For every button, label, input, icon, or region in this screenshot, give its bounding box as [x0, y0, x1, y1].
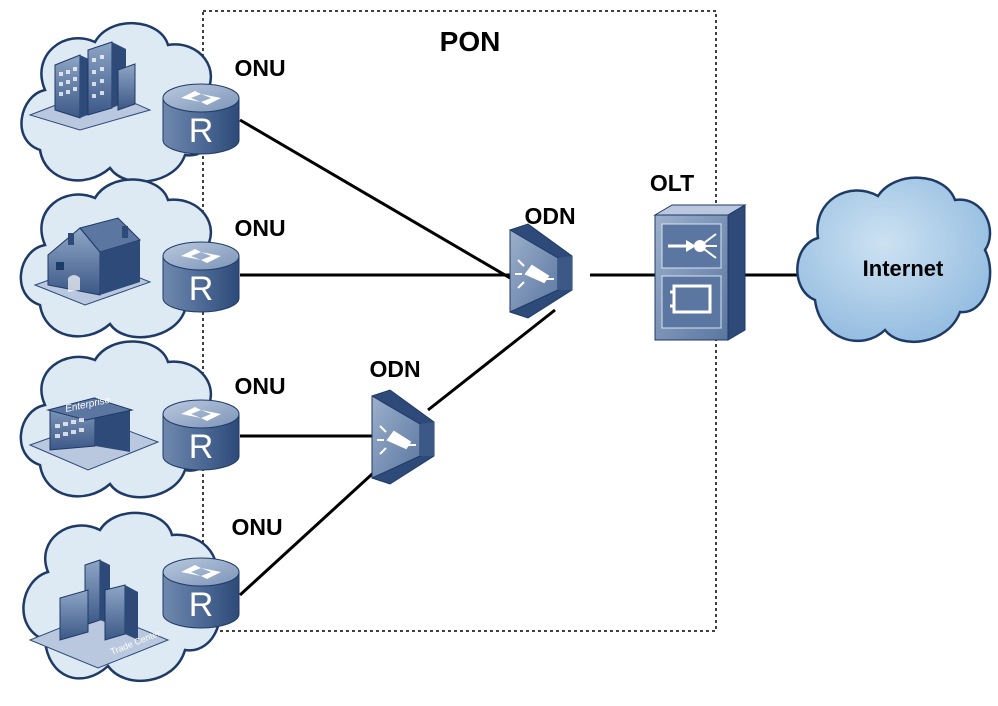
router-icon: [181, 249, 221, 263]
onu-label-4: ONU: [231, 514, 282, 540]
link-onu1-odn1: [239, 118, 511, 280]
pon-label: PON: [440, 26, 501, 57]
odn-splitter-1: [509, 223, 573, 319]
building-icon: [28, 41, 152, 131]
router-letter: R: [189, 112, 214, 150]
odn-splitter-icon: [515, 259, 554, 289]
internet-cloud: Internet: [796, 176, 992, 344]
router-letter: R: [189, 586, 214, 624]
router-icon: [181, 407, 221, 421]
building-icon: Enterprise: [28, 395, 160, 471]
building-icon: Trade Center: [28, 559, 170, 669]
olt-icon: [661, 223, 722, 329]
link-odn2-odn1: [427, 308, 556, 412]
onu-router-2: R: [162, 241, 240, 313]
onu-label-3: ONU: [234, 373, 285, 399]
odn-label-2: ODN: [369, 356, 420, 382]
router-icon: [181, 565, 221, 579]
olt-label: OLT: [650, 170, 694, 196]
internet-label: Internet: [863, 256, 944, 281]
site-office-buildings: [20, 21, 219, 183]
router-letter: R: [189, 428, 214, 466]
link-onu4-odn2: [238, 463, 384, 597]
router-letter: R: [189, 270, 214, 308]
onu-router-4: R: [162, 557, 240, 629]
onu-label-2: ONU: [234, 215, 285, 241]
onu-router-3: R: [162, 399, 240, 471]
router-icon: [181, 91, 221, 105]
cloud-icon: [796, 176, 992, 344]
fiber-links: [238, 118, 810, 597]
onu-label-1: ONU: [234, 55, 285, 81]
odn-splitter-icon: [377, 425, 416, 455]
site-trade-center: Trade Center: [22, 511, 222, 682]
odn-splitter-2: [371, 389, 435, 485]
olt-device: [653, 204, 747, 341]
onu-router-1: R: [162, 83, 240, 155]
house-icon: [33, 217, 152, 306]
odn-label-1: ODN: [524, 203, 575, 229]
